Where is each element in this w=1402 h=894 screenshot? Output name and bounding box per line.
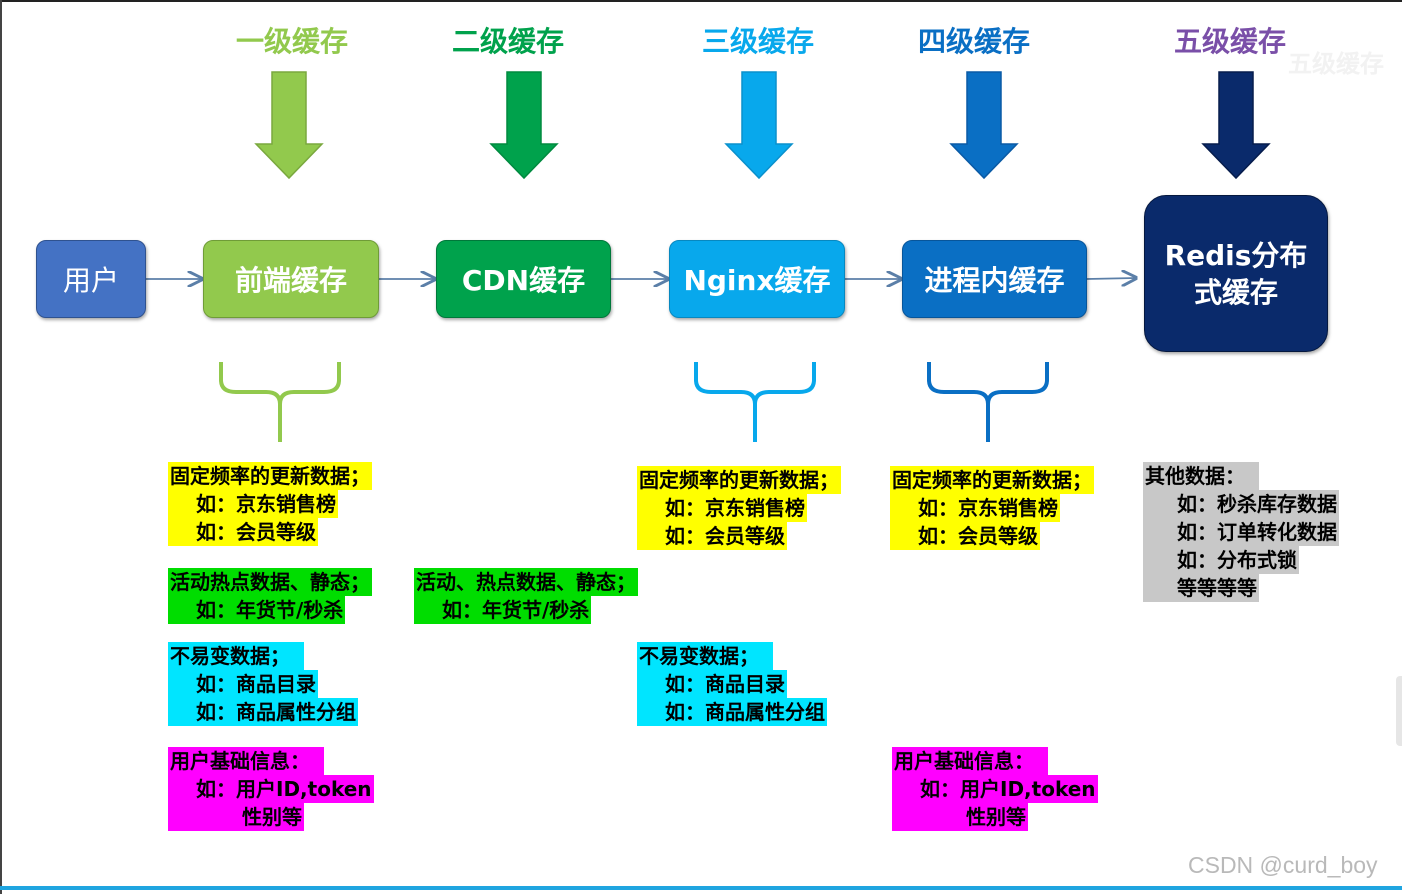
- note-frontend-user-1: 用户基础信息：: [168, 747, 324, 775]
- note-nginx-fixed-1: 固定频率的更新数据；: [637, 466, 841, 494]
- note-frontend-hot-2: 如：年货节/秒杀: [168, 596, 346, 624]
- cdn-cache-box: CDN缓存: [436, 240, 611, 318]
- note-inproc-fixed-1: 固定频率的更新数据；: [890, 466, 1094, 494]
- note-inproc-user-1: 用户基础信息：: [892, 747, 1048, 775]
- note-nginx-fixed-3: 如：会员等级: [637, 522, 787, 550]
- note-nginx-fixed-2: 如：京东销售榜: [637, 494, 807, 522]
- level-title-2: 二级缓存: [451, 25, 564, 58]
- note-nginx-stable-1: 不易变数据；: [637, 642, 773, 670]
- note-frontend-user-2: 如：用户ID,token: [168, 775, 374, 803]
- down-arrow-level-5: [1201, 71, 1271, 180]
- note-frontend-fixed-1: 固定频率的更新数据；: [168, 462, 372, 490]
- down-arrow-level-1: [254, 71, 324, 180]
- note-redis-other-2: 如：秒杀库存数据: [1143, 490, 1339, 518]
- note-cdn-hot-1: 活动、热点数据、静态；: [414, 568, 638, 596]
- note-frontend-stable-2: 如：商品目录: [168, 670, 318, 698]
- frontend-cache-box: 前端缓存: [203, 240, 379, 318]
- note-inproc-fixed-3: 如：会员等级: [890, 522, 1040, 550]
- frame-left-border: [0, 0, 2, 894]
- redis-cache-box: Redis分布 式缓存: [1144, 195, 1328, 352]
- note-nginx-stable-2: 如：商品目录: [637, 670, 787, 698]
- note-redis-other-5: 等等等等: [1143, 574, 1259, 602]
- note-cdn-hot-2: 如：年货节/秒杀: [414, 596, 592, 624]
- connector-inproc-redis: [1086, 278, 1136, 279]
- faded-background-text: 五级缓存: [1288, 50, 1384, 78]
- edge-scroll-tab[interactable]: [1396, 676, 1402, 746]
- note-inproc-user-2: 如：用户ID,token: [892, 775, 1098, 803]
- nginx-cache-box: Nginx缓存: [669, 240, 845, 318]
- note-frontend-stable-1: 不易变数据；: [168, 642, 304, 670]
- level-title-3: 三级缓存: [701, 25, 814, 58]
- level-title-5: 五级缓存: [1173, 25, 1286, 58]
- brace-nginx: [694, 362, 816, 442]
- user-box: 用户: [36, 240, 146, 318]
- brace-inproc: [927, 362, 1049, 442]
- note-frontend-fixed-2: 如：京东销售榜: [168, 490, 338, 518]
- level-title-1: 一级缓存: [235, 25, 348, 58]
- note-redis-other-4: 如：分布式锁: [1143, 546, 1299, 574]
- level-title-4: 四级缓存: [917, 25, 1030, 58]
- note-inproc-fixed-2: 如：京东销售榜: [890, 494, 1060, 522]
- note-frontend-hot-1: 活动热点数据、静态；: [168, 568, 372, 596]
- in-process-cache-box: 进程内缓存: [902, 240, 1087, 318]
- note-redis-other-1: 其他数据：: [1143, 462, 1259, 490]
- csdn-watermark: CSDN @curd_boy: [1188, 852, 1378, 878]
- redis-label-line-1: Redis分布: [1164, 238, 1308, 272]
- note-inproc-user-3: 性别等: [892, 803, 1028, 831]
- down-arrow-level-4: [949, 71, 1019, 180]
- note-frontend-fixed-3: 如：会员等级: [168, 518, 318, 546]
- note-frontend-stable-3: 如：商品属性分组: [168, 698, 358, 726]
- down-arrow-level-2: [489, 71, 559, 180]
- frame-top-border: [0, 0, 1402, 2]
- note-redis-other-3: 如：订单转化数据: [1143, 518, 1339, 546]
- down-arrow-level-3: [724, 71, 794, 180]
- brace-frontend: [219, 362, 341, 442]
- note-frontend-user-3: 性别等: [168, 803, 304, 831]
- redis-label-line-2: 式缓存: [1193, 275, 1278, 309]
- bottom-accent-line: [0, 886, 1402, 890]
- note-nginx-stable-3: 如：商品属性分组: [637, 698, 827, 726]
